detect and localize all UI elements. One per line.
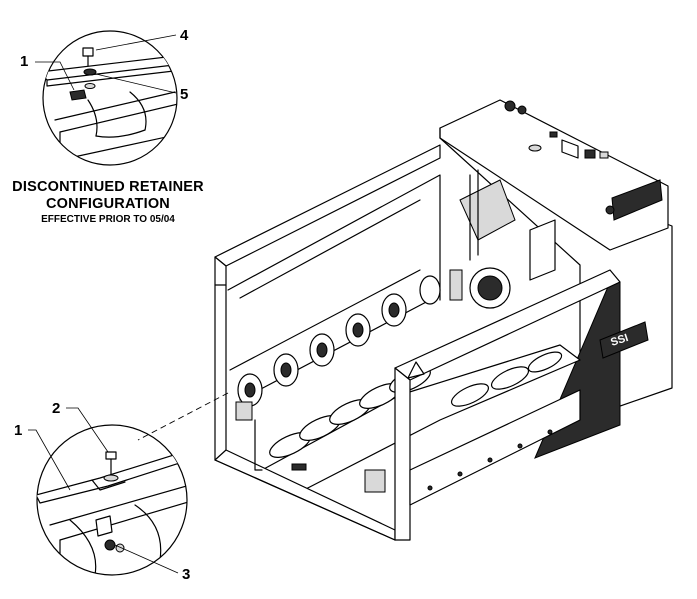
warning-icon — [407, 361, 425, 379]
bolt-head — [82, 47, 94, 57]
leader-1-top — [35, 61, 75, 91]
washer — [83, 68, 97, 76]
callout-1-bottom: 1 — [14, 422, 22, 439]
fan-center — [477, 275, 503, 301]
retainer-tab — [69, 89, 87, 101]
caption-line-3: EFFECTIVE PRIOR TO 05/04 — [41, 214, 175, 225]
caption: DISCONTINUED RETAINER CONFIGURATION EFFE… — [12, 179, 204, 225]
top-detail-view: 1 4 5 — [20, 27, 189, 166]
bolt-head-bottom — [105, 451, 117, 460]
leader-4 — [95, 34, 177, 51]
upper-roller-row — [229, 269, 441, 407]
callout-5: 5 — [180, 86, 188, 103]
bottom-detail-view: 2 1 3 — [14, 400, 190, 583]
leader-1-bottom — [28, 429, 71, 491]
logo-text: SSI — [609, 332, 630, 349]
leader-2 — [66, 407, 109, 453]
lower-side-rail — [409, 389, 581, 506]
bottom-detail-circle — [36, 424, 188, 576]
nut — [104, 539, 116, 551]
right-front-post — [394, 367, 411, 541]
retainer-bar-top — [43, 55, 177, 81]
knob-1 — [504, 100, 516, 112]
callout-4: 4 — [180, 27, 189, 44]
top-front-rail — [214, 144, 441, 267]
machine-main: SSI — [214, 99, 673, 541]
top-detail-circle — [42, 30, 178, 166]
detail-leader — [137, 392, 229, 441]
indicator-1 — [549, 131, 558, 138]
callout-1-top: 1 — [20, 53, 28, 70]
motor-housing — [459, 179, 516, 241]
switch-1 — [528, 144, 542, 152]
knob-2 — [517, 105, 527, 115]
switch-box — [561, 139, 579, 159]
indicator-2 — [584, 149, 596, 159]
callout-2: 2 — [52, 400, 60, 417]
knob-3 — [605, 205, 615, 215]
bracket — [529, 219, 556, 281]
leader-3 — [114, 544, 179, 574]
caption-line-2: CONFIGURATION — [46, 196, 170, 212]
drive-block — [449, 269, 463, 301]
logo-plate — [599, 321, 649, 359]
right-mount — [364, 469, 386, 493]
caption-line-1: DISCONTINUED RETAINER — [12, 179, 204, 195]
indicator-3 — [599, 151, 609, 159]
leader-5 — [95, 73, 177, 94]
callout-3: 3 — [182, 566, 190, 583]
left-mount — [235, 401, 253, 421]
